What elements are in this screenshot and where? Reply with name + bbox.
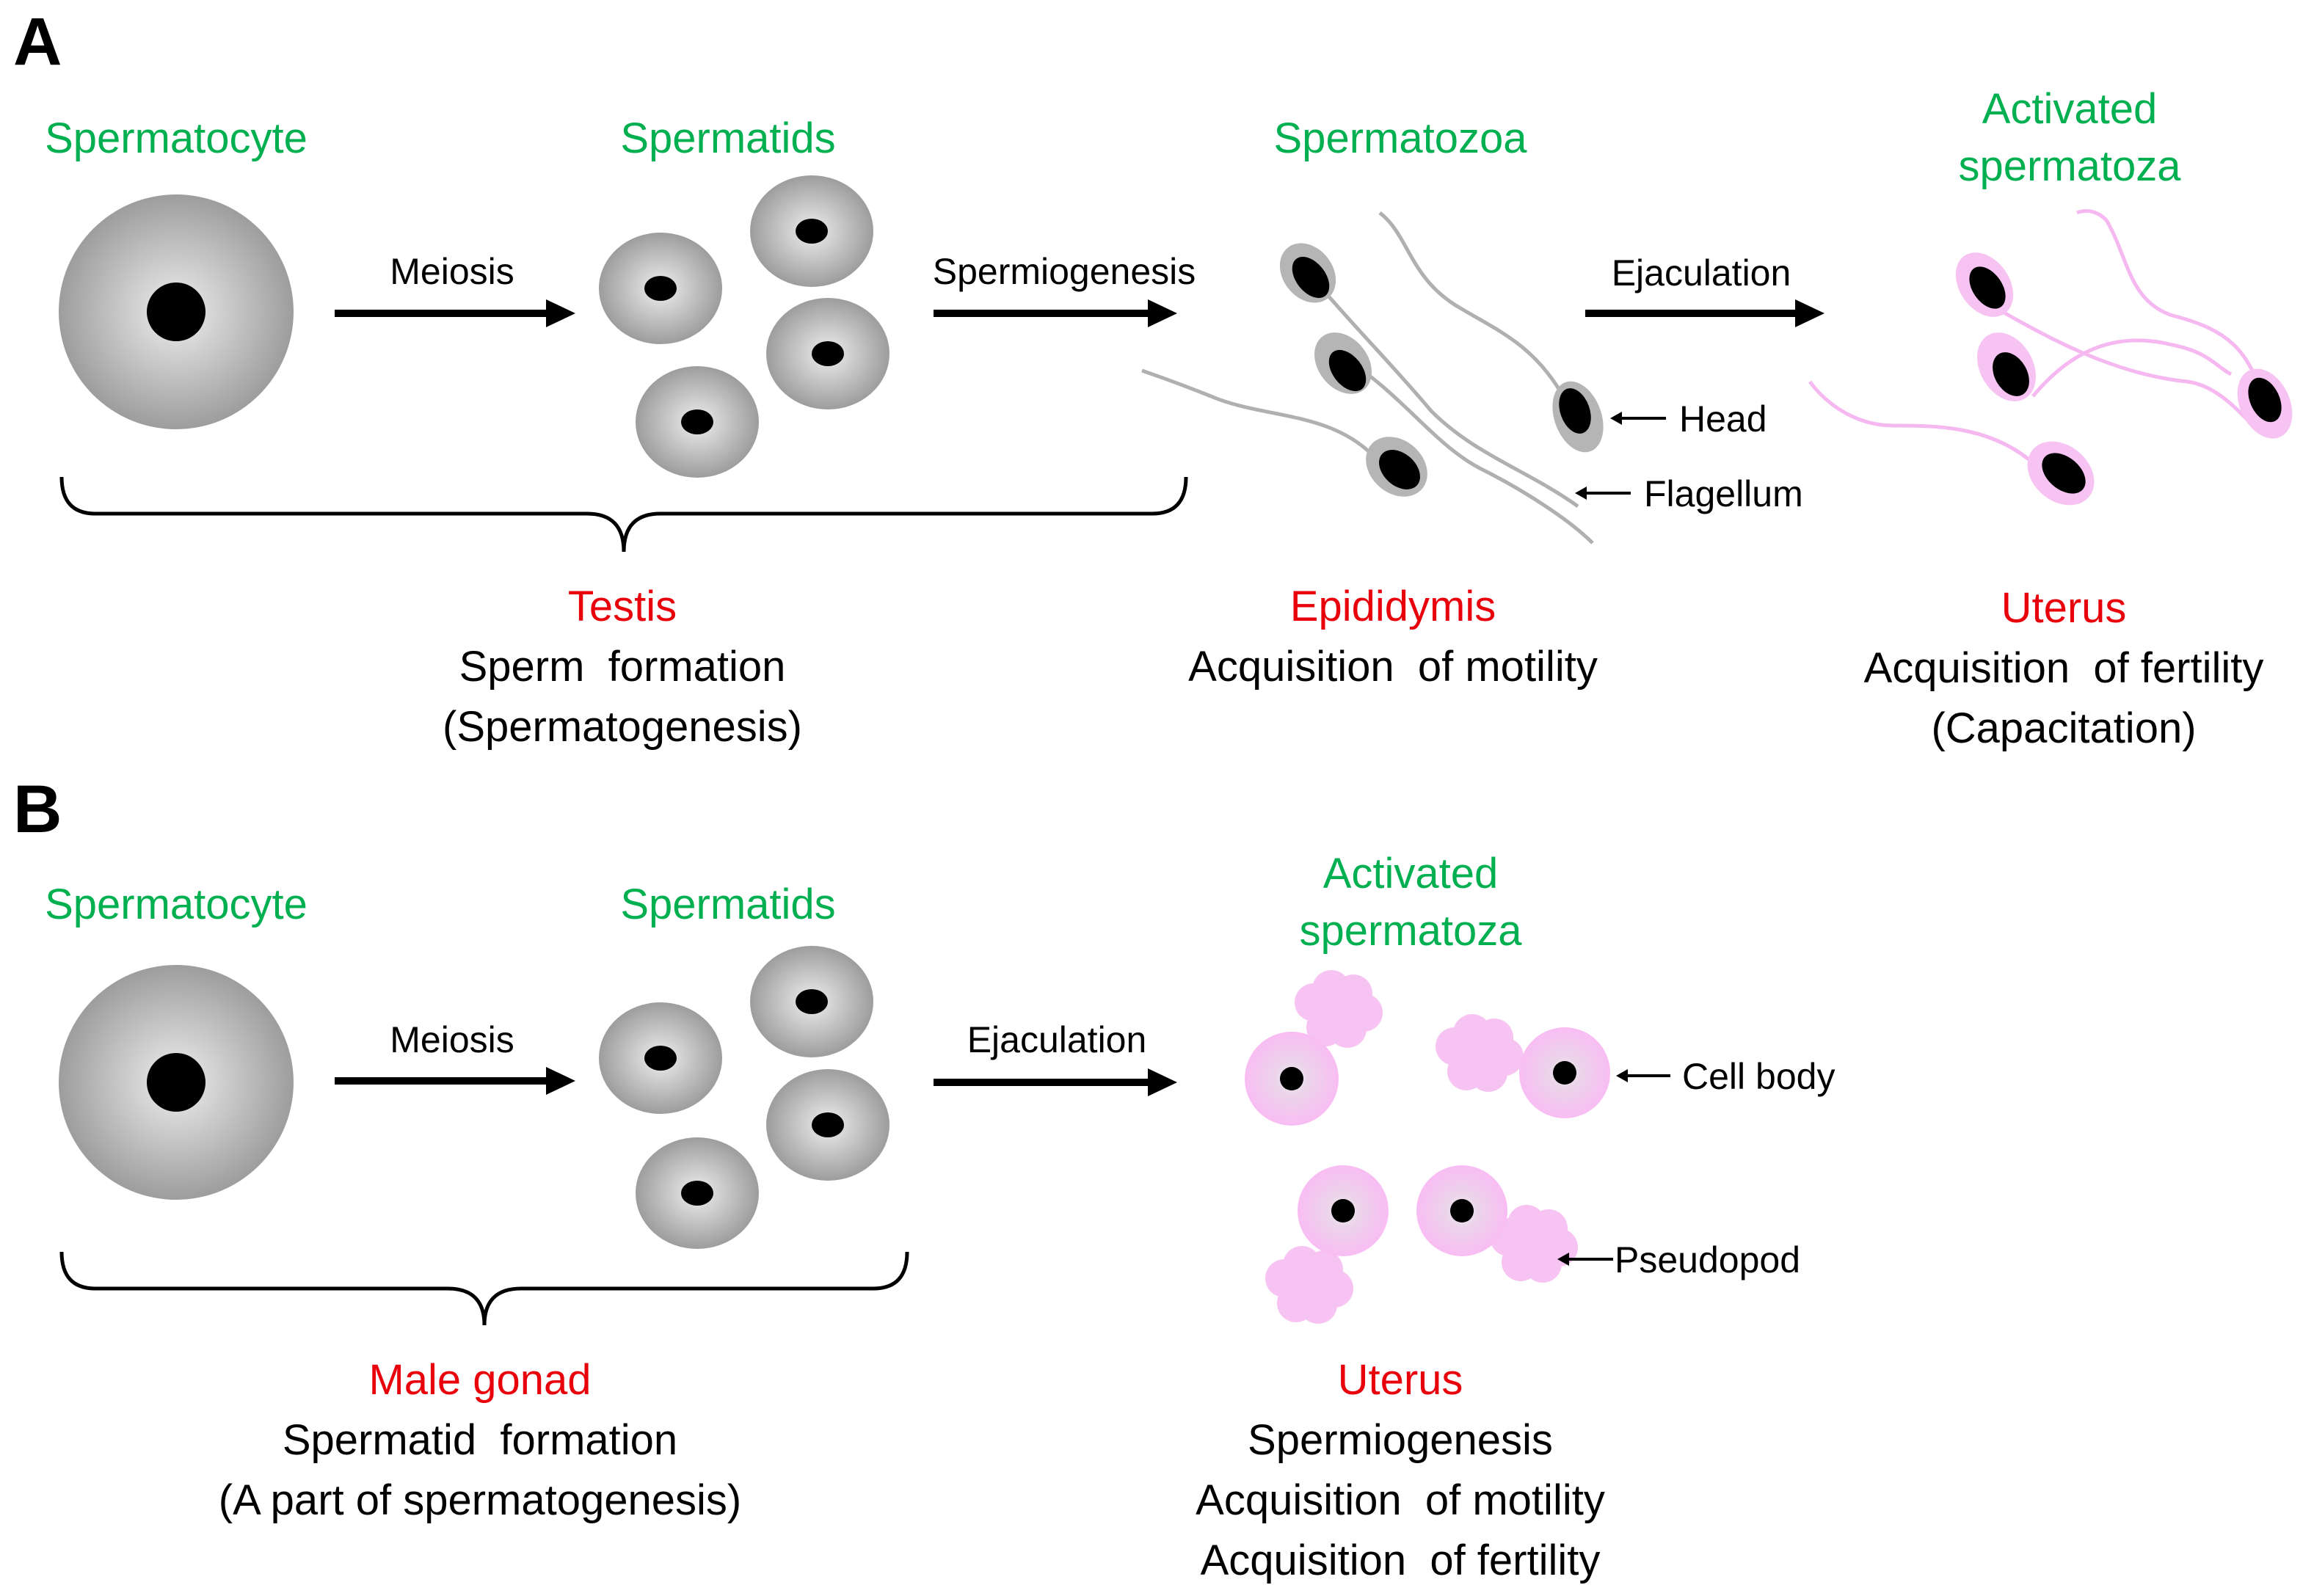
spermatid-cell — [766, 298, 889, 409]
description-testis-line1: Sperm formation — [459, 643, 786, 690]
stage-label-activated-line1: Activated — [1982, 85, 2158, 133]
stage-label-spermatozoa: Spermatozoa — [1274, 114, 1528, 162]
sperm-head — [2248, 377, 2282, 423]
spermatid-cell — [750, 946, 873, 1057]
nucleus — [147, 1053, 205, 1112]
process-label-meiosis: Meiosis — [390, 251, 514, 292]
flagellum — [1995, 306, 2255, 427]
spermatocyte-cell — [59, 965, 294, 1200]
ejaculation-arrow — [1585, 299, 1824, 327]
panel-a-letter: A — [13, 4, 62, 79]
sperm-head — [1379, 450, 1420, 489]
panel-b: B Spermatocyte Spermatids Activated sper… — [13, 772, 1835, 1584]
cell-body-callout-arrow — [1616, 1069, 1670, 1082]
callout-label-flagellum: Flagellum — [1644, 473, 1803, 514]
spermatids-group — [599, 946, 889, 1249]
male-gonad-bracket — [59, 1251, 909, 1326]
flagellum — [1808, 380, 2042, 471]
meiosis-arrow — [335, 299, 575, 327]
sperm-head — [1993, 352, 2029, 396]
organ-label-epididymis: Epididymis — [1290, 583, 1496, 630]
flagellum — [2075, 209, 2263, 390]
pseudopod-callout-arrow — [1557, 1253, 1613, 1266]
stage-label-activated-line2: spermatoza — [1299, 907, 1522, 955]
stage-label-spermatids: Spermatids — [620, 114, 835, 162]
meiosis-arrow — [335, 1067, 575, 1095]
testis-bracket — [59, 476, 1188, 553]
process-label-spermiogenesis: Spermiogenesis — [933, 251, 1196, 292]
organ-label-uterus: Uterus — [1338, 1356, 1463, 1404]
nucleus — [1553, 1061, 1576, 1085]
sperm-head — [1328, 349, 1367, 392]
description-male-gonad-line2: (A part of spermatogenesis) — [219, 1476, 741, 1524]
flagellum — [1378, 211, 1565, 398]
description-uterus-line3: Acquisition of fertility — [1201, 1537, 1601, 1584]
spermatid-cell — [636, 1137, 759, 1249]
description-uterus-line2: (Capacitation) — [1931, 704, 2196, 752]
head-callout-arrow — [1610, 412, 1666, 425]
flagellum — [2031, 338, 2233, 398]
activated-spermatozoa-group — [1808, 209, 2293, 506]
stage-label-spermatids: Spermatids — [620, 881, 835, 928]
spermatid-cell — [636, 366, 759, 478]
stage-label-activated-line1: Activated — [1323, 850, 1499, 897]
amoeboid-spermatozoa-group — [1245, 970, 1610, 1324]
panel-a: A Spermatocyte Spermatids Spermatozoa Ac… — [13, 4, 2293, 752]
callout-label-head: Head — [1679, 398, 1767, 440]
callout-label-cell-body: Cell body — [1682, 1056, 1835, 1097]
spermatid-cell — [750, 175, 873, 287]
ejaculation-arrow — [934, 1068, 1177, 1096]
nucleus — [1450, 1199, 1474, 1222]
description-male-gonad-line1: Spermatid formation — [283, 1416, 677, 1464]
flagellum — [1312, 277, 1579, 509]
nucleus — [1331, 1199, 1355, 1222]
spermatid-cell — [599, 233, 722, 344]
stage-label-spermatocyte: Spermatocyte — [45, 114, 308, 162]
organ-label-male-gonad: Male gonad — [368, 1356, 591, 1404]
organ-label-testis: Testis — [568, 583, 677, 630]
callout-label-pseudopod: Pseudopod — [1615, 1239, 1800, 1280]
spermatids-group — [599, 175, 889, 478]
nucleus — [1280, 1067, 1303, 1090]
description-uterus-line1: Acquisition of fertility — [1864, 644, 2264, 692]
organ-label-uterus: Uterus — [2001, 584, 2127, 632]
spermiogenesis-arrow — [934, 299, 1177, 327]
spermatocyte-cell — [59, 194, 294, 429]
flagellum — [1141, 368, 1374, 456]
sperm-head — [1292, 256, 1330, 299]
spermatid-cell — [766, 1069, 889, 1181]
flagellum — [1356, 365, 1594, 544]
pseudopod — [1265, 1246, 1353, 1324]
stage-label-spermatocyte: Spermatocyte — [45, 881, 308, 928]
process-label-ejaculation: Ejaculation — [967, 1019, 1147, 1060]
spermatid-cell — [599, 1002, 722, 1114]
sperm-head — [1969, 266, 2006, 309]
description-uterus-line2: Acquisition of motility — [1196, 1476, 1605, 1524]
flagellum-callout-arrow — [1575, 487, 1631, 500]
spermatozoa-group — [1141, 211, 1604, 544]
process-label-ejaculation: Ejaculation — [1612, 252, 1791, 294]
description-uterus-line1: Spermiogenesis — [1248, 1416, 1553, 1464]
nucleus — [147, 283, 205, 341]
description-testis-line2: (Spermatogenesis) — [443, 703, 802, 751]
sperm-head — [2042, 453, 2086, 494]
sperm-head — [1559, 388, 1591, 434]
panel-b-letter: B — [13, 772, 62, 847]
process-label-meiosis: Meiosis — [390, 1019, 514, 1060]
pseudopod — [1436, 1014, 1524, 1092]
stage-label-activated-line2: spermatoza — [1958, 142, 2181, 190]
description-epididymis-line1: Acquisition of motility — [1188, 643, 1598, 690]
